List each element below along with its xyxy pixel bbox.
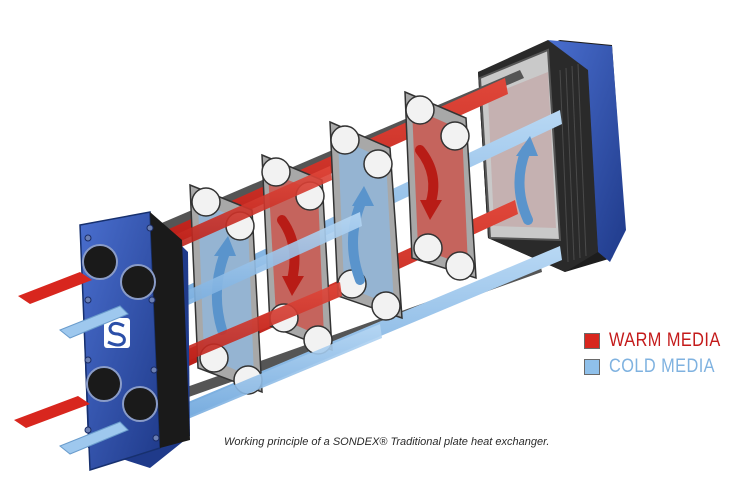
legend-item-cold: COLD MEDIA xyxy=(584,355,744,379)
rear-frame-plate xyxy=(478,40,626,272)
cold-swatch xyxy=(584,359,600,375)
legend-label-warm: WARM MEDIA xyxy=(609,330,721,352)
warm-inlet-arrow xyxy=(18,272,92,304)
legend-label-cold: COLD MEDIA xyxy=(609,356,715,378)
figure-caption: Working principle of a SONDEX® Tradition… xyxy=(224,436,644,448)
legend: WARM MEDIA COLD MEDIA xyxy=(584,329,744,381)
legend-item-warm: WARM MEDIA xyxy=(584,329,744,353)
plate-5 xyxy=(405,92,476,280)
warm-outlet-arrow xyxy=(14,396,90,428)
warm-swatch xyxy=(584,333,600,349)
